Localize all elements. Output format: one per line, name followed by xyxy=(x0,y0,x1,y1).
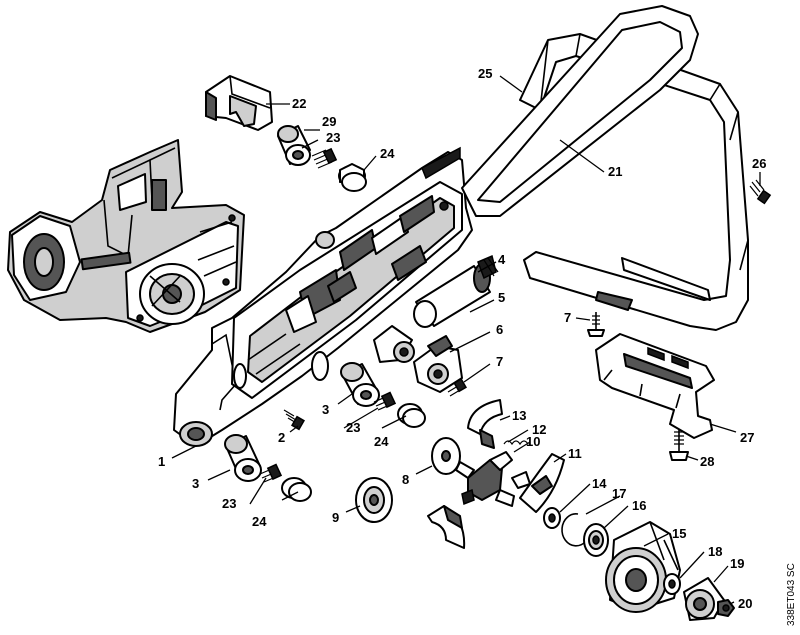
callout-24-top: 24 xyxy=(380,146,395,161)
callout-20: 20 xyxy=(738,596,752,611)
bushing-3-lower xyxy=(224,434,262,482)
callout-21: 21 xyxy=(608,164,622,179)
callout-3-lower: 3 xyxy=(192,476,199,491)
callout-9: 9 xyxy=(332,510,339,525)
handle-grip xyxy=(595,333,715,439)
callout-15: 15 xyxy=(672,526,686,541)
callout-22: 22 xyxy=(292,96,306,111)
callout-16: 16 xyxy=(632,498,646,513)
nut-5 xyxy=(373,325,415,363)
screw-28 xyxy=(669,428,689,461)
callout-23-top: 23 xyxy=(326,130,340,145)
callout-6: 6 xyxy=(496,322,503,337)
screw-7-right xyxy=(587,312,605,337)
engine-housing xyxy=(7,139,245,333)
callout-13: 13 xyxy=(512,408,526,423)
belt-arm xyxy=(173,146,473,447)
pulley-15 xyxy=(605,521,681,613)
plug-24-low xyxy=(281,477,312,502)
handle-spacer xyxy=(595,257,711,311)
clutch-shoe-11 xyxy=(511,453,565,513)
callout-17: 17 xyxy=(612,486,626,501)
figure-reference-code: 338ET043 SC xyxy=(786,563,797,626)
callout-23-low: 23 xyxy=(222,496,236,511)
clutch-carrier-10 xyxy=(455,451,515,507)
bearing-16 xyxy=(583,523,609,557)
washer-14 xyxy=(543,507,561,529)
callout-7-left: 7 xyxy=(496,354,503,369)
bushing-3-upper xyxy=(340,362,380,407)
callout-12: 12 xyxy=(532,422,546,437)
callout-7-right: 7 xyxy=(564,310,571,325)
callout-24-mid: 24 xyxy=(374,434,389,449)
cover-cap xyxy=(205,75,273,131)
callout-4: 4 xyxy=(498,252,506,267)
drive-belt xyxy=(461,5,699,217)
leader-lines xyxy=(171,75,761,605)
callout-27: 27 xyxy=(740,430,754,445)
callout-23-mid: 23 xyxy=(346,420,360,435)
bushing-29 xyxy=(277,125,311,166)
plug-24-top xyxy=(338,163,367,192)
clutch-shoe-13 xyxy=(467,399,503,449)
callout-19: 19 xyxy=(730,556,744,571)
callout-5: 5 xyxy=(498,290,505,305)
callout-14: 14 xyxy=(592,476,607,491)
clutch-shoe-lower xyxy=(427,505,466,549)
tensioner-sleeve-4 xyxy=(413,254,499,328)
washer-9 xyxy=(355,477,393,523)
washer-8 xyxy=(431,437,461,475)
screw-23-low xyxy=(259,463,283,483)
callout-3-upper: 3 xyxy=(322,402,329,417)
callout-labels: 1 2 3 3 4 5 6 7 7 8 9 10 11 12 13 14 15 … xyxy=(158,66,766,611)
screw-2 xyxy=(283,409,305,431)
bracket-6 xyxy=(413,335,463,393)
screw-23-mid xyxy=(373,391,397,411)
callout-26: 26 xyxy=(752,156,766,171)
washer-18 xyxy=(663,573,681,595)
nut-20 xyxy=(717,599,735,617)
callout-25: 25 xyxy=(478,66,492,81)
callout-24-low: 24 xyxy=(252,514,267,529)
callout-1: 1 xyxy=(158,454,165,469)
callout-18: 18 xyxy=(708,544,722,559)
screw-23-top xyxy=(311,147,338,169)
callout-29: 29 xyxy=(322,114,336,129)
sleeve-19 xyxy=(683,577,725,621)
callout-8: 8 xyxy=(402,472,409,487)
callout-2: 2 xyxy=(278,430,285,445)
callout-10: 10 xyxy=(526,434,540,449)
plug-24-mid xyxy=(397,403,426,428)
spring-12 xyxy=(503,440,529,446)
callout-28: 28 xyxy=(700,454,714,469)
callout-11: 11 xyxy=(568,446,582,461)
